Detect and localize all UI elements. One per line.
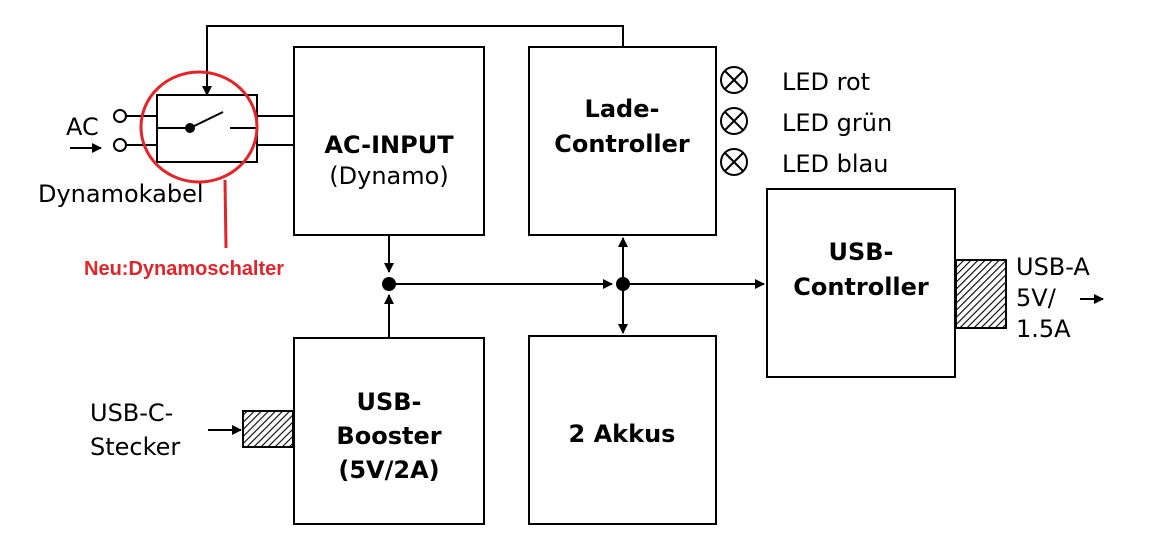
usb-a-label: USB-A [1016, 253, 1090, 281]
akkus-title: 2 Akkus [569, 420, 676, 448]
booster-title-1: USB- [356, 388, 421, 416]
led-rot-label: LED rot [782, 68, 870, 96]
neu-dynamoschalter-label: Neu:Dynamoschalter [84, 258, 284, 280]
usb-a-connector [955, 259, 1007, 329]
control-wire [202, 25, 624, 96]
usb-c-label-2: Stecker [90, 433, 180, 461]
ac-terminal-bottom-icon [113, 138, 127, 152]
dynamokabel-label: Dynamokabel [38, 180, 204, 208]
switch-icon [157, 111, 257, 133]
led-rot-icon [720, 66, 748, 94]
ac-input-subtitle: (Dynamo) [329, 162, 448, 190]
highlight-circle [139, 70, 259, 184]
lade-controller-block [528, 46, 717, 236]
usb-a-current-label: 1.5A [1016, 315, 1071, 343]
ac-input-title: AC-INPUT [324, 131, 454, 159]
lade-title-2: Controller [554, 130, 690, 158]
ac-label: AC [66, 113, 99, 141]
ac-terminal-top-icon [113, 109, 127, 123]
led-gruen-label: LED grün [782, 109, 892, 137]
usb-controller-title-2: Controller [793, 273, 929, 301]
usb-c-connector [242, 410, 294, 448]
usb-c-label-1: USB-C- [90, 399, 173, 427]
lade-title-1: Lade- [585, 95, 660, 123]
usb-controller-block [766, 188, 956, 378]
highlight-pointer [223, 179, 228, 249]
led-blau-icon [720, 148, 748, 176]
akkus-block [528, 335, 717, 525]
led-gruen-icon [720, 107, 748, 135]
led-blau-label: LED blau [782, 150, 888, 178]
usb-controller-title-1: USB- [828, 238, 893, 266]
usb-booster-block [293, 337, 485, 525]
ac-input-block [293, 46, 485, 236]
booster-title-3: (5V/2A) [338, 456, 439, 484]
usb-a-voltage-label: 5V/ [1016, 284, 1057, 312]
booster-title-2: Booster [336, 422, 441, 450]
